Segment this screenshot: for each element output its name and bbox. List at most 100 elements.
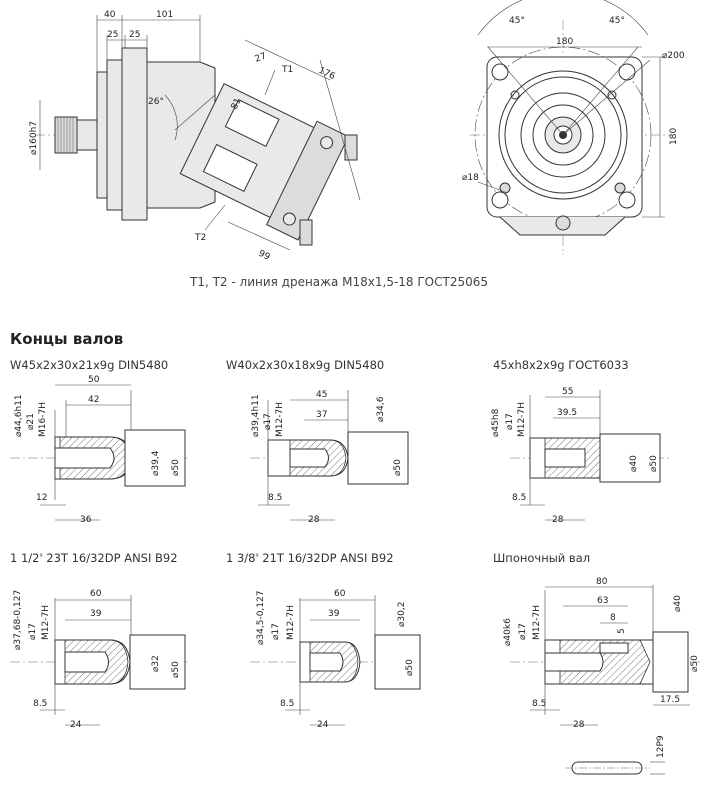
shaft-1-dim-d: ⌀21	[26, 413, 36, 430]
shaft-3-dim-h: 8.5	[512, 493, 526, 503]
shaft-4-drawing	[10, 595, 190, 726]
dim-45-left: 45°	[509, 16, 525, 26]
shaft-6-dim-f: ⌀40	[673, 595, 683, 612]
dim-18: ⌀18	[462, 173, 479, 183]
shaft-6-dim-i: 28	[573, 720, 585, 730]
shaft-1-dim-h: 12	[36, 493, 47, 503]
shaft-6-dim-j: 8	[610, 613, 616, 623]
shaft-4-dim-g: ⌀50	[171, 661, 181, 678]
shaft-5-dim-a: 60	[334, 589, 346, 599]
shaft-3-dim-f: ⌀40	[629, 455, 639, 472]
shaft-3-dim-e: M12-7H	[517, 402, 527, 437]
dim-45-right: 45°	[609, 16, 625, 26]
shaft-4-label: 1 1/2' 23T 16/32DP ANSI B92	[10, 551, 178, 565]
shaft-2-dim-h: 8.5	[268, 493, 282, 503]
shaft-4-dim-b: 39	[90, 609, 102, 619]
shaft-2-dim-c: ⌀39,4h11	[251, 394, 261, 437]
dim-25b: 25	[129, 30, 140, 40]
shaft-3-drawing	[510, 390, 670, 521]
shaft-4-dim-i: 24	[70, 720, 82, 730]
shaft-6-dim-l: 17.5	[660, 695, 680, 705]
dim-99: 99	[257, 249, 272, 263]
shaft-2-dim-i: 28	[308, 515, 320, 525]
shaft-2-drawing	[250, 390, 410, 521]
shaft-1-dim-e: M16-7H	[38, 402, 48, 437]
dim-200: ⌀200	[662, 51, 685, 61]
shaft-3-dim-c: ⌀45h8	[491, 408, 501, 437]
dim-180-height: 180	[669, 128, 679, 145]
shaft-3-dim-a: 55	[562, 387, 573, 397]
motor-side-view	[35, 15, 361, 251]
shaft-6-dim-g: ⌀50	[690, 655, 700, 672]
shaft-6-dim-e: M12-7H	[532, 605, 542, 640]
shaft-1-dim-i: 36	[80, 515, 92, 525]
shaft-2-dim-d: ⌀17	[263, 413, 273, 430]
shaft-5-dim-h: 8.5	[280, 699, 294, 709]
shaft-3-dim-b: 39.5	[557, 408, 577, 418]
shaft-3-labels: 55 39.5 ⌀45h8 ⌀17 M12-7H ⌀40 ⌀50 8.5 28	[491, 387, 659, 525]
shaft-5-dim-c: ⌀34,5-0,127	[256, 591, 266, 645]
shaft-5-label: 1 3/8' 21T 16/32DP ANSI B92	[226, 551, 394, 565]
shaft-3-dim-i: 28	[552, 515, 564, 525]
shaft-5-dim-d: ⌀17	[271, 623, 281, 640]
shaft-6-dim-a: 80	[596, 577, 608, 587]
shaft-5-dim-i: 24	[317, 720, 329, 730]
shaft-1-dim-c: ⌀44,6h11	[14, 394, 24, 437]
label-t1: T1	[281, 65, 293, 75]
front-view-labels: 45° 45° 180 ⌀200 180 ⌀18	[462, 16, 685, 183]
shaft-6-labels: 80 63 ⌀40k6 ⌀17 M12-7H ⌀40 ⌀50 8.5 28 8 …	[503, 577, 700, 758]
dim-180-width: 180	[556, 37, 573, 47]
shaft-5-dim-g: ⌀50	[405, 659, 415, 676]
shaft-5-dim-f: ⌀30,2	[397, 602, 407, 627]
dim-angle: 26°	[148, 97, 164, 107]
shaft-6-label: Шпоночный вал	[493, 551, 590, 565]
shaft-1-dim-b: 42	[88, 395, 99, 405]
label-t2: T2	[194, 233, 206, 243]
shaft-6-dim-b: 63	[597, 596, 608, 606]
shaft-3-dim-d: ⌀17	[505, 413, 515, 430]
shaft-4-dim-a: 60	[90, 589, 102, 599]
shaft-4-dim-e: M12-7H	[41, 605, 51, 640]
shaft-6-dim-c: ⌀40k6	[503, 618, 513, 646]
section-title: Концы валов	[10, 330, 123, 348]
dim-176: 176	[317, 66, 337, 83]
shaft-2-label: W40x2x30x18x9g DIN5480	[226, 358, 384, 372]
shaft-1-labels: 50 42 ⌀44,6h11 ⌀21 M16-7H ⌀39,4 ⌀50 12 3…	[14, 375, 181, 525]
dim-25a: 25	[107, 30, 118, 40]
shaft-1-label: W45x2x30x21x9g DIN5480	[10, 358, 168, 372]
shaft-6-dim-k: 5	[617, 628, 627, 634]
dim-81: 81	[230, 97, 244, 112]
shaft-2-dim-a: 45	[316, 390, 327, 400]
dim-101: 101	[156, 10, 173, 20]
dim-shaft: ⌀160h7	[29, 121, 39, 155]
shaft-1-dim-g: ⌀50	[171, 459, 181, 476]
shaft-6-drawing	[510, 585, 700, 775]
shaft-4-dim-f: ⌀32	[151, 655, 161, 672]
dim-27: 27	[254, 52, 268, 65]
shaft-6-dim-h: 8.5	[532, 699, 546, 709]
shaft-5-labels: 60 39 ⌀34,5-0,127 ⌀17 M12-7H ⌀30,2 ⌀50 8…	[256, 589, 415, 730]
shaft-2-dim-f: ⌀34,6	[376, 396, 386, 422]
shaft-5-dim-e: M12-7H	[286, 605, 296, 640]
shaft-2-dim-g: ⌀50	[393, 459, 403, 476]
shaft-3-dim-g: ⌀50	[649, 455, 659, 472]
shaft-6-dim-m: 12P9	[656, 735, 666, 758]
shaft-5-drawing	[250, 595, 421, 726]
shaft-4-dim-c: ⌀37,68-0,127	[13, 590, 23, 650]
drain-caption: T1, T2 - линия дренажа М18х1,5-18 ГОСТ25…	[189, 275, 488, 289]
dim-40: 40	[104, 10, 116, 20]
shaft-4-dim-d: ⌀17	[28, 623, 38, 640]
shaft-2-dim-b: 37	[316, 410, 327, 420]
shaft-4-dim-h: 8.5	[33, 699, 47, 709]
shaft-3-label: 45xh8x2x9g ГОСТ6033	[493, 358, 629, 372]
shaft-4-labels: 60 39 ⌀37,68-0,127 ⌀17 M12-7H ⌀32 ⌀50 8.…	[13, 589, 181, 730]
shaft-2-labels: 45 37 ⌀39,4h11 ⌀17 M12-7H ⌀34,6 ⌀50 8.5 …	[251, 390, 403, 525]
shaft-2-dim-e: M12-7H	[275, 402, 285, 437]
shaft-1-drawing	[10, 384, 190, 521]
shaft-5-dim-b: 39	[328, 609, 340, 619]
shaft-1-dim-a: 50	[88, 375, 100, 385]
shaft-6-dim-d: ⌀17	[518, 623, 528, 640]
motor-front-view	[470, 0, 670, 255]
shaft-1-dim-f: ⌀39,4	[151, 450, 161, 476]
